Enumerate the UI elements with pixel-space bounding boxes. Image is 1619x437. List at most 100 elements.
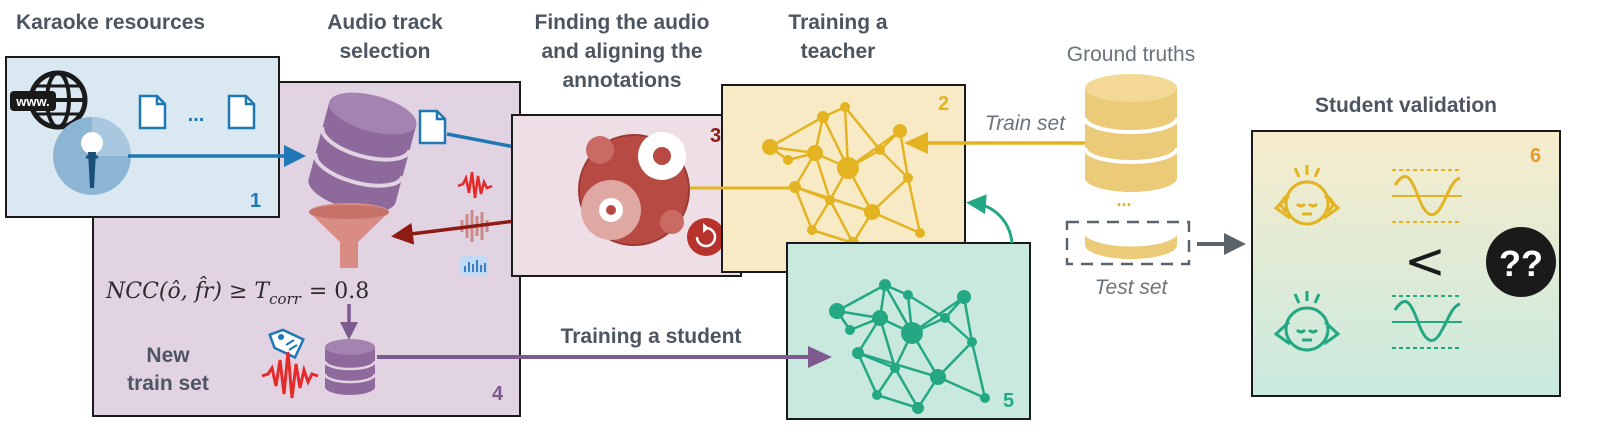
network-node (872, 310, 888, 326)
network-edge (828, 199, 855, 244)
network-edge (875, 367, 897, 396)
network-edge (944, 317, 973, 343)
step-number-2: 2 (938, 93, 949, 115)
network-edge (937, 341, 973, 378)
student-signal-plot (1392, 295, 1462, 349)
question-badge-icon: ?? (1486, 227, 1556, 297)
karaoke-file-icon-2 (227, 94, 256, 130)
training-student-label: Training a student (561, 325, 742, 348)
network-node (915, 228, 925, 238)
network-node (903, 173, 913, 183)
step-number-5: 5 (1003, 390, 1014, 412)
network-edge (970, 341, 987, 399)
heading-finding-line2: and aligning the (542, 40, 703, 63)
network-node (762, 139, 778, 155)
network-node (825, 195, 835, 205)
heading-ground-truths: Ground truths (1067, 43, 1195, 66)
network-node (872, 390, 882, 400)
heading-audio-selection-line1: Audio track (327, 11, 443, 34)
heading-finding-line3: annotations (563, 69, 682, 92)
heading-teacher-line1: Training a (788, 11, 888, 34)
network-edge (813, 152, 832, 201)
teacher-face-icon (1273, 165, 1341, 226)
network-node (837, 157, 859, 179)
network-edge (937, 375, 986, 400)
network-node (875, 145, 885, 155)
heading-audio-selection-line2: selection (339, 40, 430, 63)
network-node (879, 279, 891, 291)
network-node (893, 124, 907, 138)
network-edge (906, 177, 922, 234)
red-waveform-icon (457, 171, 493, 199)
network-node (957, 290, 971, 304)
network-node (789, 181, 801, 193)
network-node (901, 322, 923, 344)
network-edge (836, 283, 886, 313)
step-number-6: 6 (1530, 145, 1541, 167)
network-edge (844, 106, 881, 151)
network-edge (876, 393, 919, 410)
arrow-student-to-teacher (966, 194, 1014, 244)
network-edge (898, 130, 910, 179)
karaoke-files-ellipsis: ... (188, 104, 205, 126)
student-network-icon (829, 279, 990, 414)
network-edge (856, 352, 879, 396)
heading-finding-line1: Finding the audio (535, 11, 710, 34)
network-edge (878, 317, 897, 369)
database-funnel-icon (308, 92, 417, 268)
train-set-label: Train set (985, 112, 1066, 135)
test-set-database-icon (1065, 220, 1191, 266)
network-node (807, 145, 823, 161)
network-edge (793, 186, 814, 231)
network-node (829, 303, 845, 319)
network-node (980, 393, 990, 403)
tag-icon (268, 328, 306, 360)
network-edge (879, 149, 909, 179)
refresh-icon (687, 218, 725, 256)
step-number-4: 4 (492, 383, 504, 405)
svg-text:NCC(ô, f̂r) ≥ Tcorr= 0.8: NCC(ô, f̂r) ≥ Tcorr= 0.8 (105, 277, 369, 308)
less-than-symbol: < (1404, 232, 1446, 290)
network-node (783, 155, 793, 165)
network-edge (893, 367, 920, 409)
panel-karaoke-resources: 1 (5, 56, 280, 218)
student-face-icon (1273, 291, 1341, 352)
network-node (817, 111, 829, 123)
heading-teacher-line2: teacher (801, 40, 876, 63)
step-number-1: 1 (250, 190, 261, 212)
audio-waveform-icon (261, 351, 319, 399)
www-label: www. (15, 94, 49, 109)
network-node (840, 102, 850, 112)
ground-truths-database-icon (1083, 74, 1179, 192)
network-edge (871, 177, 909, 213)
network-node (864, 204, 880, 220)
ground-truths-ellipsis: ... (1116, 190, 1131, 210)
spectrogram-icon (460, 256, 488, 276)
network-node (940, 313, 950, 323)
step-number-3: 3 (710, 125, 721, 147)
heading-karaoke-resources: Karaoke resources (16, 11, 205, 34)
network-node (845, 325, 855, 335)
karaoke-file-icon-1 (138, 94, 167, 130)
new-train-set-label-line1: New (146, 344, 190, 367)
network-edge (810, 199, 832, 231)
network-edge (962, 296, 974, 343)
network-node (890, 363, 900, 373)
teacher-network-icon (762, 102, 925, 249)
microphone-icon (53, 117, 131, 195)
network-node (903, 290, 913, 300)
network-edge (811, 228, 854, 245)
network-edge (769, 115, 824, 149)
gears-alignment-icon (578, 132, 690, 246)
ncc-threshold-formula: NCC(ô, f̂r) ≥ Tcorr= 0.8 (105, 277, 369, 308)
teacher-signal-plot (1392, 169, 1462, 223)
network-node (930, 369, 946, 385)
selected-file-icon (418, 109, 447, 145)
network-edge (871, 210, 921, 235)
test-set-label: Test set (1095, 276, 1169, 299)
new-train-set-label-line2: train set (127, 372, 209, 395)
network-node (912, 402, 924, 414)
network-node (967, 337, 977, 347)
network-node (807, 225, 817, 235)
